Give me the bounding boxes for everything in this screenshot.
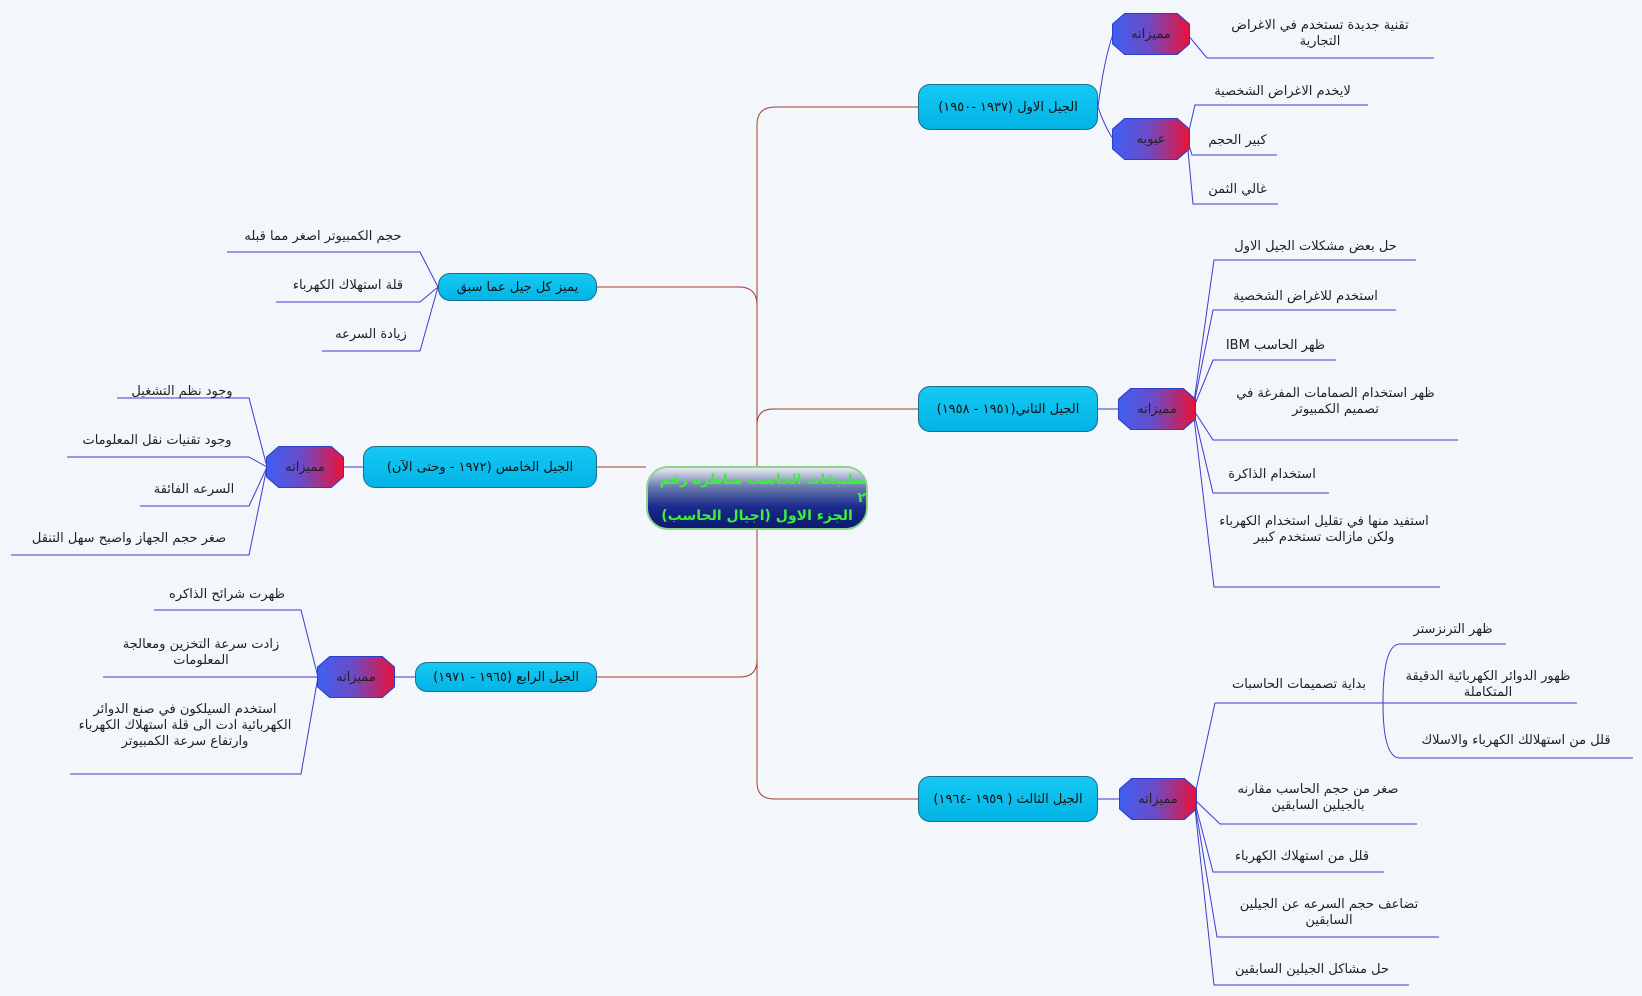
third-start-item-1[interactable]: ظهر الترنزستر bbox=[1413, 622, 1493, 637]
third-start-item-2[interactable]: ظهور الدوائر الكهربائية الدقيقة المتكامل… bbox=[1405, 669, 1571, 700]
first-defect-1[interactable]: لايخدم الاغراض الشخصية bbox=[1214, 84, 1351, 99]
first-defects-tag[interactable]: عيوبه bbox=[1113, 119, 1189, 159]
fifth-feature-2[interactable]: وجود تقنيات نقل المعلومات bbox=[82, 433, 232, 448]
fourth-feature-1[interactable]: ظهرت شرائح الذاكره bbox=[169, 587, 285, 602]
third-feature-1[interactable]: صغر من حجم الحاسب مقارنه بالجيلين السابق… bbox=[1237, 782, 1399, 813]
distinct-item-3[interactable]: زيادة السرعه bbox=[335, 327, 407, 342]
central-topic[interactable]: تطبيقات الحاسب مناظرة رقم ٢ الجزء الاول … bbox=[646, 466, 868, 530]
central-topic-line2: الجزء الاول (اجيال الحاسب) bbox=[661, 508, 853, 524]
second-feature-3[interactable]: ظهر الحاسب IBM bbox=[1225, 338, 1326, 353]
first-defect-3[interactable]: غالي الثمن bbox=[1208, 182, 1267, 197]
third-feature-3[interactable]: تضاعف حجم السرعه عن الجيلين السابقين bbox=[1239, 897, 1419, 928]
second-generation-label: الجيل الثاني(١٩٥١ - ١٩٥٨) bbox=[936, 401, 1080, 417]
first-generation-label: الجيل الاول (١٩٣٧ -١٩٥٠) bbox=[938, 99, 1078, 115]
second-feature-4[interactable]: ظهر استخدام الصمامات المفرغة في تصميم ال… bbox=[1236, 386, 1435, 417]
first-feature-1[interactable]: تقنية جديدة تستخدم في الاغراض التجارية bbox=[1231, 18, 1409, 49]
central-topic-line1: تطبيقات الحاسب مناظرة رقم ٢ bbox=[659, 472, 866, 506]
third-generation-node[interactable]: الجيل الثالث ( ١٩٥٩ -١٩٦٤) bbox=[918, 776, 1098, 822]
second-feature-5[interactable]: استخدام الذاكرة bbox=[1228, 467, 1316, 482]
third-features-tag[interactable]: مميزاته bbox=[1120, 779, 1196, 819]
fifth-feature-3[interactable]: السرعه الفائقة bbox=[153, 482, 235, 497]
distinct-node[interactable]: يميز كل جيل عما سبق bbox=[438, 273, 597, 301]
tag-label: مميزاته bbox=[1138, 791, 1178, 807]
first-features-tag[interactable]: مميزاته bbox=[1113, 14, 1189, 54]
tag-label: مميزاته bbox=[1137, 401, 1177, 417]
third-feature-4[interactable]: حل مشاكل الجيلين السابقين bbox=[1235, 962, 1389, 977]
third-feature-2[interactable]: قلل من استهلاك الكهرباء bbox=[1234, 849, 1370, 864]
fifth-generation-label: الجيل الخامس (١٩٧٢ - وحتى الآن) bbox=[386, 459, 574, 475]
tag-label: مميزاته bbox=[285, 459, 325, 475]
second-feature-1[interactable]: حل بعض مشكلات الجيل الاول bbox=[1234, 239, 1397, 254]
tag-label: مميزاته bbox=[1131, 26, 1171, 42]
distinct-item-2[interactable]: قلة استهلاك الكهرباء bbox=[292, 278, 404, 293]
fourth-feature-2[interactable]: زادت سرعة التخزين ومعالجة المعلومات bbox=[122, 637, 280, 668]
fifth-feature-1[interactable]: وجود نظم التشغيل bbox=[131, 384, 233, 399]
third-generation-label: الجيل الثالث ( ١٩٥٩ -١٩٦٤) bbox=[933, 791, 1083, 807]
second-generation-node[interactable]: الجيل الثاني(١٩٥١ - ١٩٥٨) bbox=[918, 386, 1098, 432]
distinct-item-1[interactable]: حجم الكمبيوتر اصغر مما قبله bbox=[244, 229, 402, 244]
fifth-feature-4[interactable]: صغر حجم الجهاز واصبح سهل التنقل bbox=[31, 531, 227, 546]
second-feature-2[interactable]: استخدم للاغراض الشخصية bbox=[1233, 289, 1378, 304]
third-start-item-3[interactable]: قلل من استهلالك الكهرباء والاسلاك bbox=[1421, 733, 1611, 748]
fourth-feature-3[interactable]: استخدم السيلكون في صنع الدوائر الكهربائي… bbox=[78, 702, 292, 749]
fourth-generation-node[interactable]: الجيل الرابع (١٩٦٥ - ١٩٧١) bbox=[415, 662, 597, 692]
first-generation-node[interactable]: الجيل الاول (١٩٣٧ -١٩٥٠) bbox=[918, 84, 1098, 130]
fourth-generation-label: الجيل الرابع (١٩٦٥ - ١٩٧١) bbox=[433, 669, 579, 685]
fifth-generation-node[interactable]: الجيل الخامس (١٩٧٢ - وحتى الآن) bbox=[363, 446, 597, 488]
second-features-tag[interactable]: مميزاته bbox=[1119, 389, 1195, 429]
distinct-label: يميز كل جيل عما سبق bbox=[456, 279, 579, 295]
third-start-node[interactable]: بداية تصميمات الحاسبات bbox=[1232, 677, 1366, 692]
tag-label: مميزاته bbox=[336, 669, 376, 685]
first-defect-2[interactable]: كبير الحجم bbox=[1208, 133, 1267, 148]
second-feature-6[interactable]: استفيد منها في تقليل استخدام الكهرباء ول… bbox=[1219, 514, 1429, 545]
tag-label: عيوبه bbox=[1136, 131, 1166, 147]
fourth-features-tag[interactable]: مميزاته bbox=[318, 657, 394, 697]
fifth-features-tag[interactable]: مميزاته bbox=[267, 447, 343, 487]
